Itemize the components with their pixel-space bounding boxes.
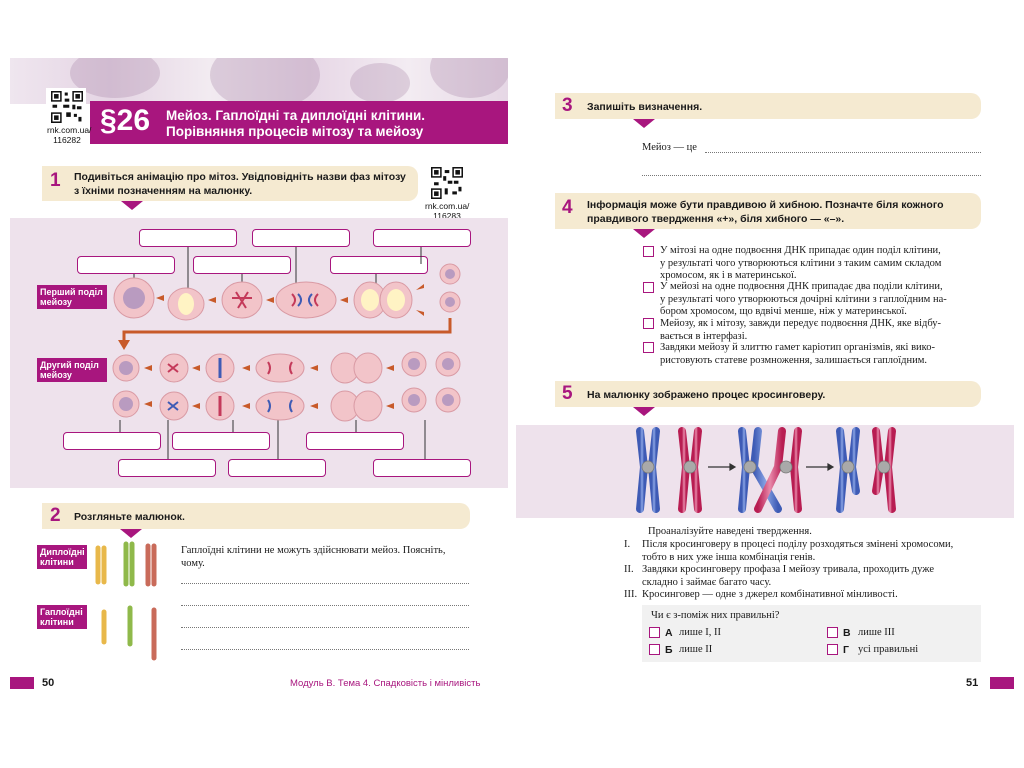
task-3-text: Запишіть визначення. (587, 101, 703, 113)
claim-2: Завдяки кросинговеру профаза I мейозу тр… (642, 564, 935, 588)
second-division-cells (112, 351, 461, 422)
claim-1-number: I. (624, 539, 631, 550)
answer-box-7[interactable] (63, 432, 161, 450)
option-g-text: усі правильні (858, 644, 919, 655)
answer-box-11[interactable] (228, 459, 326, 477)
task-4-pointer (633, 229, 655, 238)
task-2-pointer (120, 529, 142, 538)
paragraph-number: §26 (100, 104, 151, 137)
statement-checkbox-3[interactable] (643, 318, 654, 329)
qr-code-icon (51, 91, 83, 123)
page-title: Мейоз. Гаплоїдні та диплоїдні клітини. П… (166, 108, 425, 140)
task-5-pointer (633, 407, 655, 416)
label-first-division: Перший поділ мейозу (37, 285, 107, 309)
option-g-checkbox[interactable] (827, 644, 838, 655)
task-3-bar (555, 93, 981, 119)
task-4-text: Інформація може бути правдивою й хибною.… (587, 199, 944, 225)
qr-code-main[interactable]: rnk.com.ua/ 116282 (46, 88, 92, 146)
qr-url: rnk.com.ua/ (47, 125, 92, 135)
statement-checkbox-4[interactable] (643, 342, 654, 353)
definition-prefix: Мейоз — це (642, 142, 697, 153)
task-2-question: Гаплоїдні клітини не можуть здійснювати … (181, 545, 446, 569)
answer-options-box (642, 605, 981, 662)
answer-box-8[interactable] (172, 432, 270, 450)
task-5-bar (555, 381, 981, 407)
option-g-letter: Г (843, 644, 849, 656)
answer-box-12[interactable] (373, 459, 471, 477)
task-5-intro: Проаналізуйте наведені твердження. (648, 526, 812, 537)
running-title: Модуль В. Тема 4. Спадковість і мінливіс… (290, 678, 481, 689)
header-title-bar (90, 101, 508, 144)
task-2-bar (42, 503, 470, 529)
answer-box-1[interactable] (139, 229, 237, 247)
claim-3: Кросинговер — одне з джерел комбінативно… (642, 589, 898, 600)
answer-box-10[interactable] (118, 459, 216, 477)
page-number-left: 50 (42, 677, 55, 689)
answer-box-9[interactable] (306, 432, 404, 450)
crossing-over-diagram (636, 427, 896, 513)
option-b-letter: Б (665, 644, 673, 656)
qr-code-number: 116282 (53, 135, 81, 145)
title-line-1: Мейоз. Гаплоїдні та диплоїдні клітини. (166, 108, 426, 123)
option-a-text: лише I, II (679, 627, 721, 638)
statement-checkbox-2[interactable] (643, 282, 654, 293)
qr-code-number: 116283 (433, 211, 461, 221)
answer-line-2[interactable] (181, 605, 469, 606)
task-5-number: 5 (562, 383, 573, 404)
answer-line-1[interactable] (181, 583, 469, 584)
title-line-2: Порівняння процесів мітозу та мейозу (166, 124, 424, 139)
option-a-checkbox[interactable] (649, 627, 660, 638)
task-4-bar (555, 193, 981, 229)
claim-3-number: III. (624, 589, 638, 600)
qr-code-task-1[interactable]: rnk.com.ua/ 116283 (424, 164, 470, 222)
task-5-text: На малюнку зображено процес кросинговеру… (587, 389, 826, 401)
option-b-text: лише II (679, 644, 713, 655)
answer-box-4[interactable] (77, 256, 175, 274)
answer-box-6[interactable] (330, 256, 428, 274)
first-division-cells (113, 263, 461, 321)
task-2-number: 2 (50, 505, 61, 526)
claim-2-number: II. (624, 564, 634, 575)
answer-box-3[interactable] (373, 229, 471, 247)
statement-1: У мітозі на одне подвоєння ДНК припадає … (660, 245, 942, 281)
answer-line-4[interactable] (181, 649, 469, 650)
task-1-text: Подивіться анімацію про мітоз. Увідповід… (74, 171, 406, 197)
label-second-division: Другий поділ мейозу (37, 358, 107, 382)
page-number-right: 51 (966, 677, 979, 689)
task-3-pointer (633, 119, 655, 128)
task-1-bar (42, 166, 418, 201)
meiosis-cell-diagram (112, 247, 461, 459)
option-v-text: лише III (858, 627, 895, 638)
option-v-letter: В (843, 627, 851, 639)
options-question: Чи є з-поміж них правильні? (651, 610, 780, 621)
statement-checkbox-1[interactable] (643, 246, 654, 257)
footer-marker-right (990, 677, 1014, 689)
option-b-checkbox[interactable] (649, 644, 660, 655)
statement-4: Завдяки мейозу й злиттю гамет каріотип о… (660, 342, 935, 366)
statement-3: Мейозу, як і мітозу, завжди передує подв… (660, 318, 942, 342)
claim-1: Після кросинговеру в процесі поділу розх… (642, 539, 954, 563)
task-3-number: 3 (562, 95, 573, 116)
task-1-number: 1 (50, 170, 61, 191)
label-haploid-cells: Гаплоїдні клітини (37, 605, 87, 629)
answer-box-2[interactable] (252, 229, 350, 247)
task-2-text: Розгляньте малюнок. (74, 511, 185, 523)
footer-marker-left (10, 677, 34, 689)
option-a-letter: А (665, 627, 673, 639)
task-1-pointer (121, 201, 143, 210)
answer-line-3[interactable] (181, 627, 469, 628)
header-photo (10, 58, 508, 104)
task-4-number: 4 (562, 197, 573, 218)
qr-code-icon (431, 167, 463, 199)
answer-box-5[interactable] (193, 256, 291, 274)
definition-line-2[interactable] (642, 175, 981, 176)
label-diploid-cells: Диплоїдні клітини (37, 545, 87, 569)
option-v-checkbox[interactable] (827, 627, 838, 638)
chromosome-illustration (95, 541, 157, 661)
qr-url: rnk.com.ua/ (425, 201, 470, 211)
definition-line-1[interactable] (705, 152, 981, 153)
statement-2: У мейозі на одне подвоєння ДНК припадає … (660, 281, 947, 317)
